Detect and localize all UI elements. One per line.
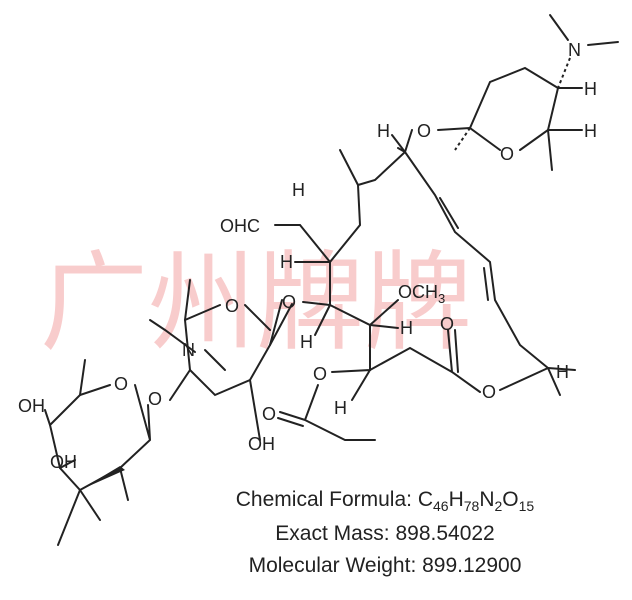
atom-o: O <box>225 296 239 316</box>
formula-element: C <box>417 488 433 511</box>
chemical-formula: Chemical Formula: C46H78N2O15 <box>235 488 535 515</box>
formula-subscript: 78 <box>463 498 480 515</box>
atom-oh: OH <box>50 452 77 472</box>
atom-n: N <box>568 40 581 60</box>
atom-och3: OCH3 <box>398 282 445 306</box>
watermark: 广州牌牌 <box>40 241 472 366</box>
atom-labels: N H H O O H H OHC H O OCH3 H H O O H O H… <box>18 40 597 472</box>
molecular-weight: Molecular Weight: 899.12900 <box>248 554 522 577</box>
formula-element: N <box>479 488 495 511</box>
bonds <box>44 14 619 546</box>
formula-element: O <box>502 488 519 511</box>
atom-h: H <box>556 362 569 382</box>
atom-o: O <box>417 121 431 141</box>
atom-h: H <box>334 398 347 418</box>
formula-subscript: 46 <box>433 498 449 515</box>
atom-o: O <box>262 404 276 424</box>
atom-o: O <box>500 144 514 164</box>
formula-element: H <box>448 488 464 511</box>
atom-o: O <box>114 374 128 394</box>
atom-o: O <box>148 389 162 409</box>
atom-o: O <box>282 292 296 312</box>
atom-h: H <box>280 252 293 272</box>
atom-h: H <box>377 121 390 141</box>
atom-ohc: OHC <box>220 216 260 236</box>
atom-o: O <box>482 382 496 402</box>
atom-o: O <box>440 314 454 334</box>
atom-h: H <box>584 121 597 141</box>
formula-subscript: 2 <box>494 498 503 515</box>
formula-subscript: 15 <box>518 498 535 515</box>
formula-value: C46H78N2O15 <box>417 488 535 515</box>
atom-o: O <box>313 364 327 384</box>
exact-mass: Exact Mass: 898.54022 <box>275 522 495 545</box>
atom-h: H <box>292 180 305 200</box>
atom-oh: OH <box>18 396 45 416</box>
atom-h: H <box>584 79 597 99</box>
atom-h: H <box>400 318 413 338</box>
atom-n: N <box>182 340 195 360</box>
atom-oh: OH <box>248 434 275 454</box>
atom-h: H <box>300 332 313 352</box>
